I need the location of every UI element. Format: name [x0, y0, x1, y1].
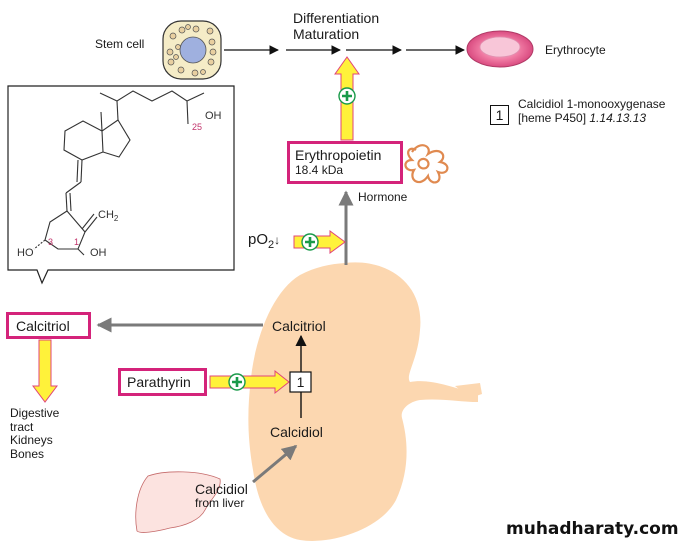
erythrocyte-label: Erythrocyte [545, 43, 606, 57]
plus-icon [338, 87, 356, 105]
differentiation-label: Differentiation [293, 10, 380, 26]
molecule-ch2-subscript: 2 [113, 214, 119, 224]
liver-from-label: from liver [195, 496, 245, 510]
legend-enzyme-number: 1 [490, 105, 509, 125]
molecule-callout-box [7, 85, 235, 285]
calcitriol-structure [33, 90, 205, 256]
molecule-position-25: 25 [192, 122, 203, 132]
molecule-position-1: 1 [74, 237, 80, 247]
po2-subscript: 2 [268, 239, 275, 251]
molecule-oh-1: OH [90, 247, 107, 259]
po2-decrease-icon: ↓ [274, 233, 281, 247]
po2-label: pO2↓ [248, 231, 280, 251]
calcitriol-target-arrow [32, 339, 58, 403]
protein-icon [404, 144, 449, 184]
watermark: muhadharaty.com [506, 519, 679, 539]
kidney-enzyme-number: 1 [296, 374, 305, 390]
molecule-ho-3: HO [17, 247, 34, 259]
plus-icon [228, 373, 246, 391]
ureter-shape [455, 383, 482, 398]
target-organs-list: Digestive tract Kidneys Bones [10, 406, 60, 461]
liver-calcidiol-label: Calcidiol [195, 481, 248, 497]
stem-cell-icon [162, 20, 222, 80]
legend-ec-number: 1.14.13.13 [589, 111, 647, 125]
enzyme-box [289, 371, 312, 393]
erythrocyte-icon [466, 30, 534, 68]
hormone-label: Hormone [358, 190, 408, 204]
legend-enzyme-name: Calcidiol 1-monooxygenase [518, 97, 666, 111]
calcitriol-box-label: Calcitriol [16, 318, 70, 334]
erythropoietin-mass: 18.4 kDa [295, 163, 344, 177]
legend-enzyme-cofactor: [heme P450] [518, 111, 587, 125]
target-digestive: Digestive [10, 406, 60, 420]
stem-cell-label: Stem cell [95, 37, 145, 51]
erythropoietin-box: Erythropoietin 18.4 kDa [287, 141, 403, 184]
legend-enzyme-detail: [heme P450] 1.14.13.13 [518, 111, 646, 126]
calcitriol-box: Calcitriol [6, 312, 91, 339]
parathyrin-label: Parathyrin [127, 374, 191, 390]
maturation-label: Maturation [293, 26, 360, 42]
parathyrin-stimulation-arrow [209, 369, 290, 395]
parathyrin-box: Parathyrin [118, 368, 207, 396]
plus-icon [301, 233, 319, 251]
erythropoietin-label: Erythropoietin [295, 147, 382, 163]
liver-shape [135, 471, 221, 533]
kidney-calcitriol-label: Calcitriol [272, 318, 326, 334]
molecule-ch2-label: CH [98, 209, 114, 221]
molecule-position-3: 3 [48, 237, 54, 247]
target-bones: Bones [10, 446, 45, 461]
target-tract: tract [10, 419, 34, 434]
liver-to-kidney-arrow [252, 444, 298, 484]
molecule-oh-25: OH [205, 110, 222, 122]
target-kidneys: Kidneys [10, 433, 53, 447]
po2-text: pO [248, 231, 269, 248]
kidney-calcidiol-label: Calcidiol [270, 424, 323, 440]
kidney-shape [248, 262, 478, 541]
molecule-ch2: CH2 [98, 209, 118, 223]
